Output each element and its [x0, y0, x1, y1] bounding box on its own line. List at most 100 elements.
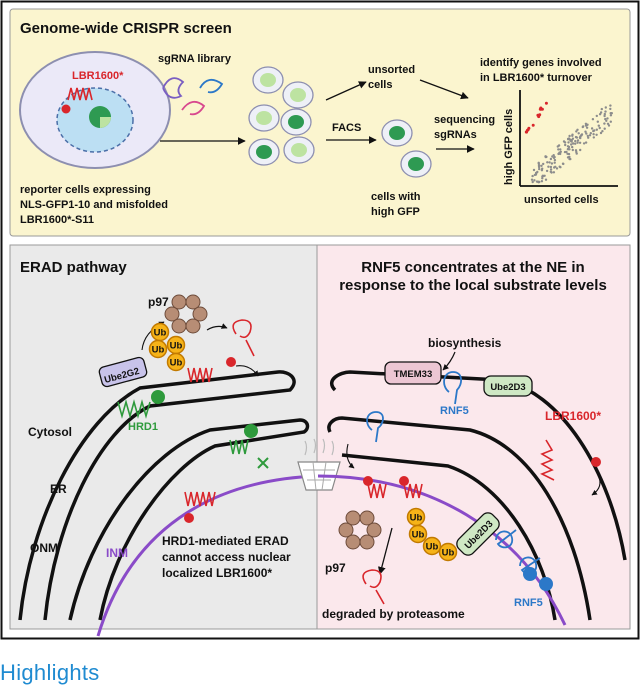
scatter-dot [557, 144, 561, 147]
scatter-dot [555, 167, 559, 170]
facs-label: FACS [332, 122, 361, 134]
tmem33-label: TMEM33 [394, 369, 433, 380]
scatter-dot [570, 143, 573, 146]
scatter-dot [563, 150, 567, 154]
scatter-dot [572, 142, 575, 145]
rnf5-title-line-1: RNF5 concentrates at the NE in [361, 259, 584, 276]
ub-icon [422, 536, 442, 556]
er-sheet-lower-right [327, 416, 592, 621]
reporter-head-icon [61, 104, 71, 114]
scatter-dot [566, 145, 570, 148]
pool-nucleus [288, 115, 304, 129]
rnf5-top-label: RNF5 [440, 405, 469, 417]
scatter-dot [568, 134, 571, 138]
scatter-dot [541, 177, 544, 180]
rnf5-lbr-label: LBR1600* [545, 409, 601, 423]
arrow-to-unsorted [325, 81, 367, 101]
scatter-dot [530, 178, 534, 181]
scatter-dot [580, 133, 584, 136]
screen-panel: Genome-wide CRISPR screen LBR1600* repor… [9, 8, 631, 237]
scatter-dot [588, 134, 592, 137]
hit-dot [537, 115, 541, 119]
scatter-dot [596, 120, 599, 123]
erad-substrate-head-icon [226, 357, 236, 367]
onm-label: ONM [30, 541, 58, 555]
scatter-dot [549, 170, 552, 173]
arrow-lbr-to-ne [591, 474, 601, 496]
rnf5-lbr-helix-icon [540, 439, 555, 481]
scatter-dot [606, 117, 609, 120]
scatter-dot [582, 142, 586, 145]
erad-p97-label: p97 [148, 295, 169, 309]
scatter-dot [606, 122, 610, 126]
high-gfp-label-line-1: cells with [371, 191, 421, 203]
arrow-unsorted-to-plot [419, 79, 469, 100]
biosynthesis-label: biosynthesis [428, 336, 502, 350]
extracted-substrate-icon [232, 319, 255, 357]
blocked-mark-icon [257, 457, 269, 469]
scatter-dot [532, 168, 536, 172]
plot-xlabel: unsorted cells [524, 194, 599, 206]
degraded-substrate-icon [362, 569, 385, 605]
reporter-caption-line-2: NLS-GFP1-10 and misfolded [20, 199, 168, 211]
rnf5-title-line-2: response to the local substrate levels [339, 277, 607, 294]
erad-substrate-helix-icon [187, 367, 213, 383]
screen-title: Genome-wide CRISPR screen [20, 20, 232, 37]
scatter-dot [567, 141, 570, 144]
scatter-dot [589, 132, 592, 135]
scatter-dot [553, 155, 556, 159]
rnf5-ub-chain: Ub Ub Ub Ub [406, 507, 458, 562]
scatter-dot [587, 136, 590, 139]
scatter-dot [581, 125, 584, 129]
scatter-dot [566, 152, 569, 155]
scatter-dot [577, 132, 580, 135]
scatter-dot [574, 142, 577, 145]
unsorted-label-line-1: unsorted [368, 64, 415, 76]
scatter-dot [553, 166, 556, 169]
erad-title: ERAD pathway [20, 259, 127, 276]
scatter-plot: high GFP cells unsorted cells [503, 90, 618, 206]
scatter-dot [609, 120, 612, 123]
p97-hexamer-icon [164, 294, 208, 334]
scatter-dot [540, 180, 544, 183]
ub-icon [166, 352, 186, 372]
scatter-dot [604, 110, 607, 113]
scatter-dot [584, 130, 587, 133]
scatter-dot [547, 165, 550, 168]
scatter-dot [609, 114, 613, 117]
scatter-dot [538, 167, 541, 171]
sorted-nucleus [389, 126, 405, 140]
scatter-dot [601, 130, 604, 133]
scatter-dot [579, 148, 582, 152]
scatter-dot [603, 127, 606, 130]
hrd1-label: HRD1 [128, 421, 158, 433]
scatter-dot [544, 155, 547, 158]
scatter-dot [541, 167, 544, 170]
erad-ub-chain: Ub Ub Ub Ub [148, 322, 186, 372]
scatter-dot [568, 148, 571, 151]
erad-caption-line-1: HRD1-mediated ERAD [162, 534, 289, 548]
scatter-dot [537, 164, 541, 167]
hrd1-helix-icon [117, 399, 151, 419]
cytosol-label: Cytosol [28, 425, 72, 439]
ub-label: Ub [412, 530, 425, 541]
highlights-heading: Highlights [0, 660, 100, 685]
scatter-dot [576, 141, 579, 144]
scatter-dot [571, 134, 574, 137]
scatter-dot [570, 140, 573, 143]
reporter-helix-icon [67, 87, 93, 101]
ub-icon [438, 542, 458, 562]
scatter-dot [553, 161, 556, 164]
scatter-dot [609, 112, 612, 115]
hit-dot [544, 101, 548, 105]
arrow-to-proteasome [377, 527, 393, 575]
scatter-dot [586, 134, 589, 138]
hrd1-inner-ring-icon [244, 424, 258, 438]
er-sheet-inner [68, 418, 310, 621]
pool-nucleus [256, 111, 272, 125]
inm-substrate-2-head-icon [399, 476, 409, 486]
scatter-dot [549, 157, 553, 161]
scatter-dot [579, 136, 582, 140]
scatter-dot [562, 140, 566, 143]
ub-label: Ub [170, 341, 183, 352]
